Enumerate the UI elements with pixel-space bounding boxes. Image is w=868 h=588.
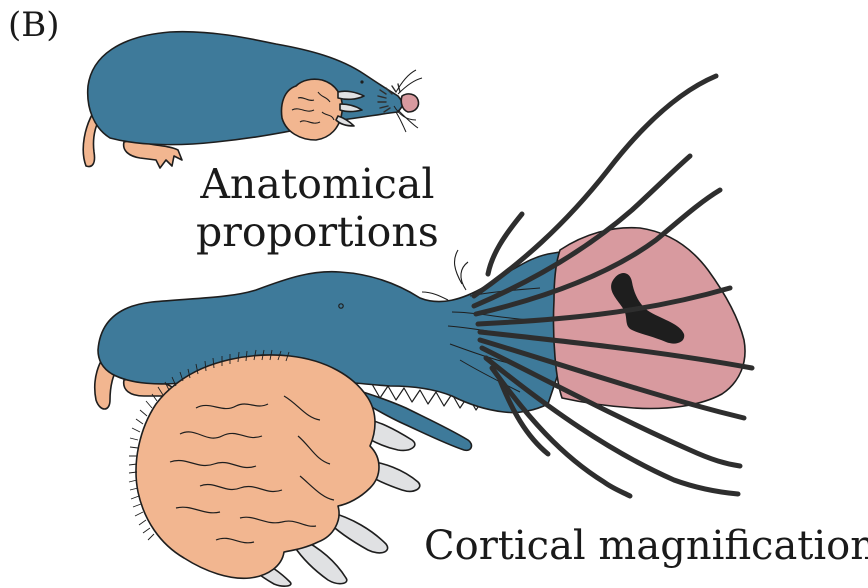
mole-small-eye <box>360 80 363 83</box>
mole-small-body <box>88 32 404 145</box>
panel-label: (B) <box>8 8 60 42</box>
mole-small-front-paw <box>282 79 343 140</box>
cortical-magnification-label: Cortical magnification <box>424 526 868 566</box>
anatomical-label-line1: Anatomical <box>196 160 439 208</box>
anatomical-proportions-label: Anatomical proportions <box>196 160 439 256</box>
mole-large-front-paw <box>136 355 379 578</box>
mole-cortical <box>95 76 752 586</box>
anatomical-label-line2: proportions <box>196 208 439 256</box>
mole-anatomical <box>83 32 422 168</box>
mole-small-nose-star <box>401 94 418 112</box>
